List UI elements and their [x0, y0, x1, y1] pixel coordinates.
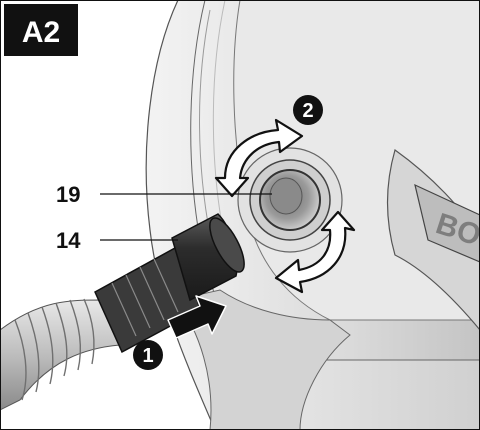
step-badge-1: 1: [133, 340, 163, 370]
callout-19: 19: [56, 182, 80, 207]
machine-housing: BO: [145, 0, 480, 430]
rotate-arrow-lower-icon: [274, 210, 356, 294]
outlet-port: [237, 147, 343, 253]
rotate-arrow-upper-icon: [214, 118, 304, 198]
step-badge-2: 2: [293, 95, 323, 125]
hose-assembly: [0, 213, 245, 411]
step-1-label: 1: [142, 345, 153, 367]
step-2-label: 2: [302, 100, 313, 122]
callout-14: 14: [56, 228, 81, 253]
figure-badge: A2: [4, 4, 78, 56]
figure-badge-label: A2: [22, 16, 60, 49]
push-arrow-icon: [167, 295, 227, 339]
